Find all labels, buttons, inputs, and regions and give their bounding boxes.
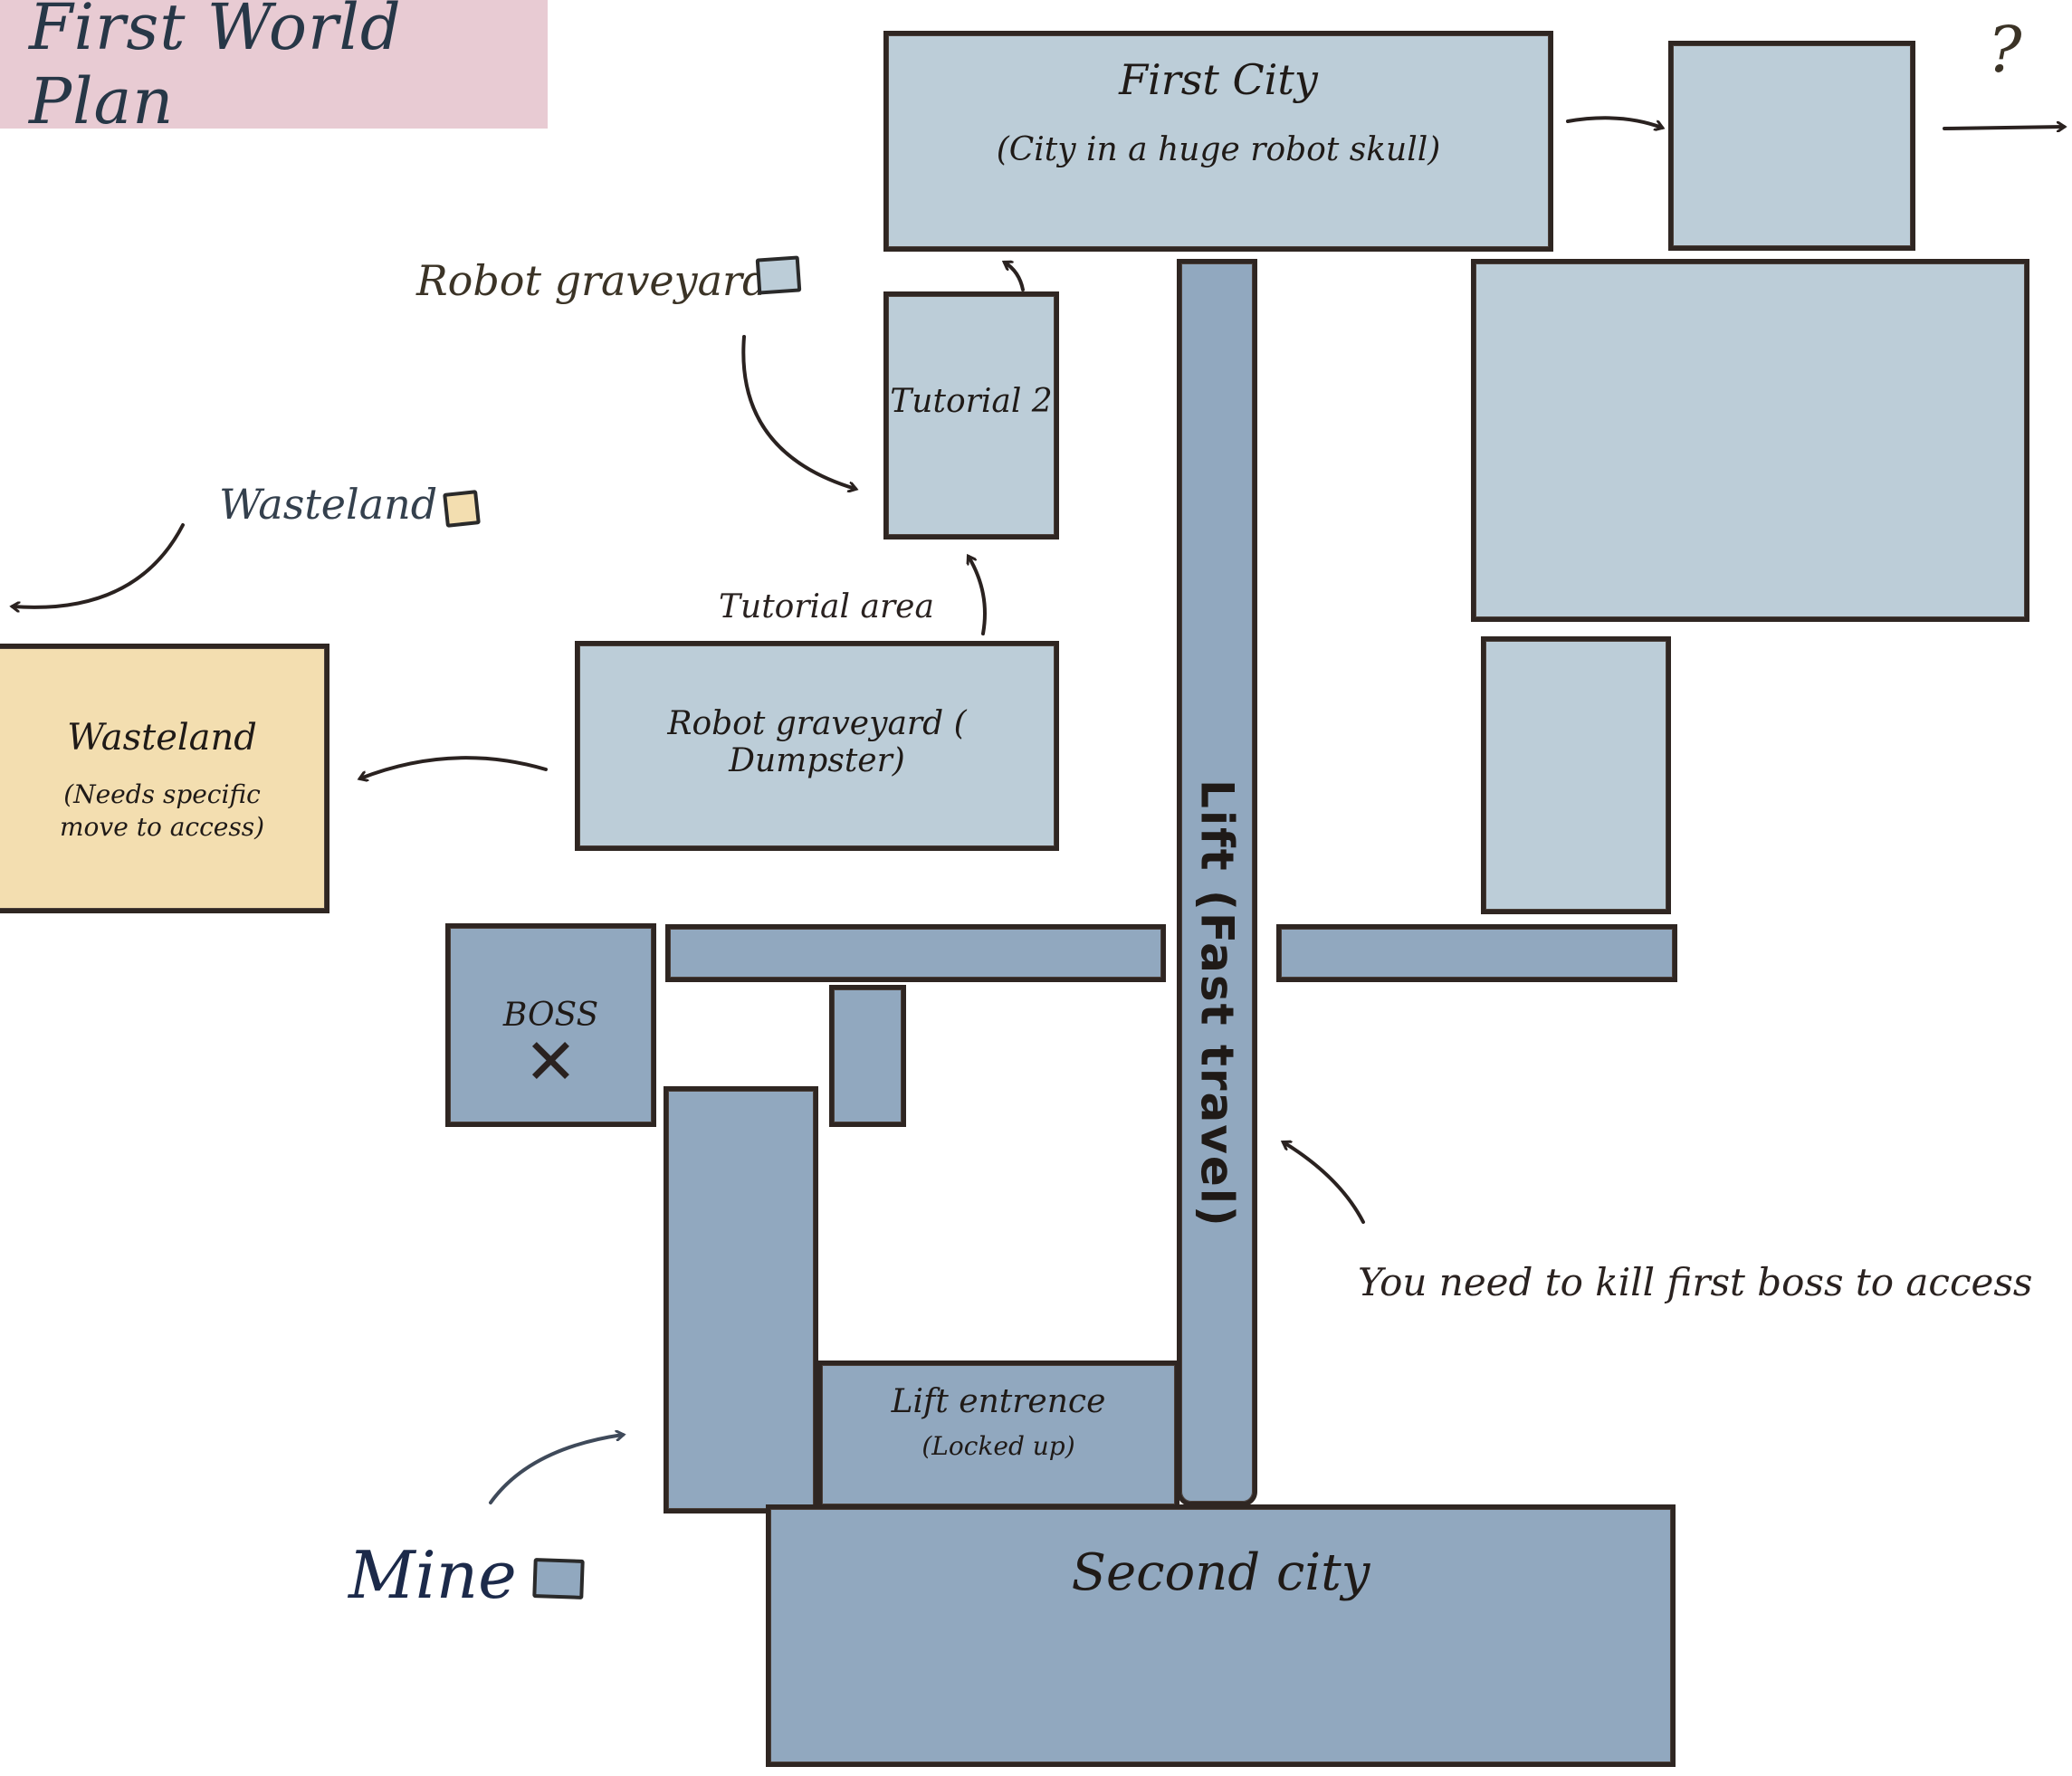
arrow-tutorial2-to-first-city [1005, 263, 1025, 291]
room-east-lower [1481, 636, 1671, 914]
title-banner: First World Plan [0, 0, 548, 138]
room-lift-entrance: Lift entrence (Locked up) [817, 1361, 1179, 1509]
room-wasteland: Wasteland (Needs specific move to access… [0, 644, 329, 913]
arrow-mine-legend [489, 1435, 623, 1504]
arrow-wasteland-legend [13, 523, 185, 607]
page-title: First World Plan [29, 0, 402, 138]
corridor-west [665, 924, 1166, 982]
arrow-graveyard-to-wasteland [360, 756, 548, 778]
room-second-city-name: Second city [1071, 1543, 1370, 1602]
room-first-city-note: (City in a huge robot skull) [996, 131, 1441, 168]
legend-wasteland-swatch [443, 490, 481, 528]
boss-x-mark: ✕ [524, 1025, 578, 1099]
room-first-city-name: First City [1119, 55, 1318, 104]
room-wasteland-name: Wasteland [67, 717, 257, 759]
room-second-city: Second city [766, 1504, 1676, 1767]
room-robot-graveyard-name: Robot graveyard ( Dumpster) [667, 705, 967, 779]
arrow-annex-to-unknown [1943, 127, 2064, 129]
unknown-region-mark: ? [1988, 13, 2022, 87]
legend-mine-label: Mine [349, 1537, 517, 1613]
arrow-boss-note-to-lift [1284, 1142, 1365, 1224]
room-boss-name: BOSS [502, 997, 599, 1034]
legend-robot-graveyard-label: Robot graveyard [416, 256, 769, 305]
lift-label: Lift (Fast travel) [1190, 779, 1244, 1228]
arrow-graveyard-legend [741, 335, 855, 489]
arrow-graveyard-to-tutorial2 [969, 557, 987, 635]
room-robot-graveyard: Robot graveyard ( Dumpster) [575, 641, 1059, 851]
tutorial-area-label: Tutorial area [719, 588, 934, 625]
room-east-annex [1668, 41, 1915, 251]
room-lift-entrance-name: Lift entrence [891, 1383, 1106, 1420]
legend-robot-graveyard-swatch [755, 255, 802, 295]
room-wasteland-note: (Needs specific move to access) [60, 779, 264, 842]
corridor-small-shaft [829, 985, 906, 1127]
room-east-large [1471, 259, 2029, 622]
room-boss: BOSS ✕ [445, 923, 656, 1127]
room-tutorial-2: Tutorial 2 [883, 291, 1059, 539]
lift-shaft: Lift (Fast travel) [1177, 259, 1257, 1506]
legend-mine-swatch [532, 1558, 585, 1599]
room-mine-shaft [664, 1086, 818, 1513]
room-lift-entrance-note: (Locked up) [921, 1431, 1075, 1461]
room-tutorial-2-name: Tutorial 2 [890, 383, 1053, 420]
legend-wasteland-label: Wasteland [219, 480, 438, 529]
corridor-east [1276, 924, 1677, 982]
room-first-city: First City (City in a huge robot skull) [883, 31, 1553, 252]
arrow-first-city-to-annex [1566, 116, 1662, 128]
boss-requirement-note: You need to kill first boss to access [1358, 1260, 2033, 1304]
